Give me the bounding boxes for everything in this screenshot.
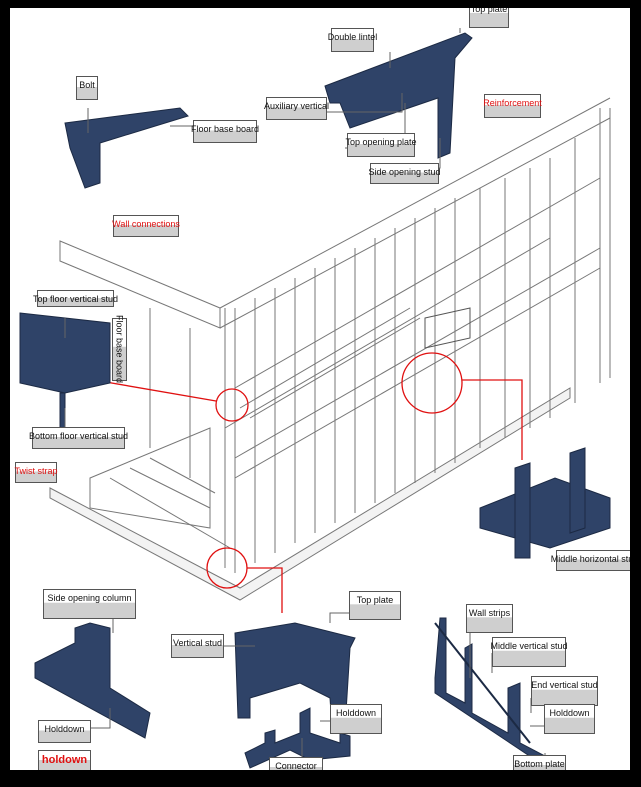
label-holddown-2: Holddown: [330, 704, 382, 734]
label-top-plate-2: Top plate: [349, 591, 401, 620]
red-callouts: [99, 352, 523, 613]
diagram-canvas: Top plate Double lintel Bolt Floor base …: [10, 8, 630, 770]
label-holddown-3: Holddown: [544, 704, 595, 734]
label-bottom-floor-vertical-stud: Bottom floor vertical stud: [29, 427, 128, 449]
wall-strip-diagonal: [434, 622, 531, 744]
label-connector: Connector: [269, 757, 323, 770]
label-middle-vertical-stud: Middle vertical stud: [490, 637, 568, 667]
diagram-artwork: [19, 28, 611, 769]
label-reinforcement: Reinforcement: [483, 94, 542, 118]
label-middle-horizontal-stud: Middle horizontal stud: [551, 550, 630, 571]
label-side-opening-column: Side opening column: [43, 589, 136, 619]
label-side-opening-stud: Side opening stud: [368, 163, 441, 184]
label-bottom-plate: Bottom plate: [513, 755, 566, 770]
label-wall-connections: Wall connections: [112, 215, 180, 237]
label-holdown-title: holdown: [38, 750, 91, 770]
label-bolt: Bolt: [76, 76, 98, 100]
label-floor-base-board: Floor base board: [191, 120, 259, 143]
label-holddown-1: Holddown: [38, 720, 91, 743]
label-double-lintel: Double lintel: [328, 28, 377, 52]
label-end-vertical-stud: End vertical stud: [531, 676, 598, 706]
label-wall-strips: Wall strips: [466, 604, 513, 633]
label-vertical-stud: Vertical stud: [171, 634, 224, 658]
label-top-floor-vertical-stud: Top floor vertical stud: [33, 290, 118, 307]
label-twist-strap: Twist strap: [15, 462, 58, 483]
label-top-plate: Top plate: [469, 8, 509, 28]
label-auxiliary-vertical: Auxiliary vertical: [264, 97, 329, 120]
label-top-opening-plate: Top opening plate: [345, 133, 417, 157]
label-floor-base-board-vertical: Floor base board: [112, 315, 127, 384]
wall-frame-wireframe: [49, 97, 611, 601]
